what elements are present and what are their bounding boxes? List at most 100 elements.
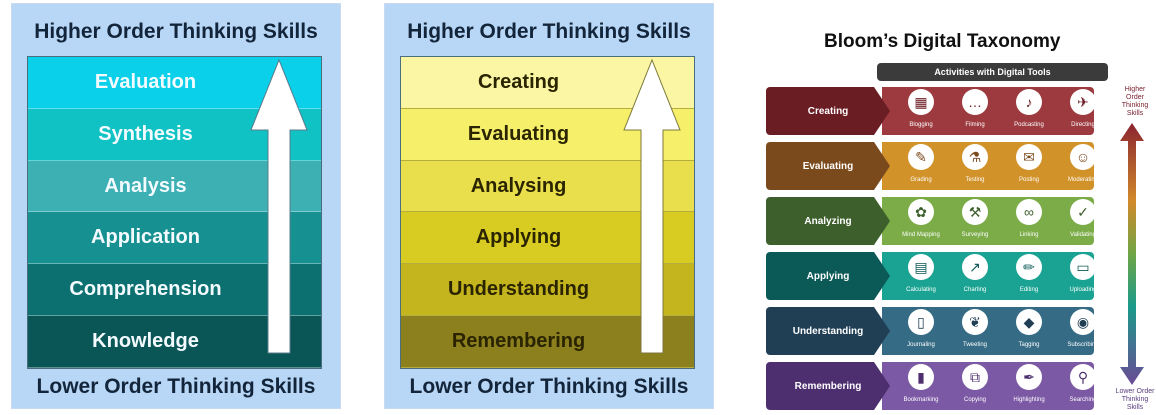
tier-label: Analysis (104, 174, 187, 197)
message-icon: ✉ (1016, 144, 1042, 170)
tool-tweeting: ❦Tweeting (950, 309, 1000, 348)
tool-label: Moderating (1067, 177, 1094, 183)
tier-label: Creating (477, 70, 560, 93)
tools-strip: ✿ Mind Mapping ⚒ Surveying ∞ Linking ✓ Validati… (882, 197, 1094, 245)
tool-label: Blogging (909, 122, 933, 128)
camera-icon: ◉ (1070, 309, 1094, 335)
tier-label: Synthesis (98, 122, 193, 145)
higher-order-label: Higher Order Thinking Skills (34, 20, 318, 43)
tool-label: Bookmarking (903, 397, 939, 403)
checkmark-icon: ✓ (1070, 199, 1094, 225)
tool-label: Calculating (906, 287, 936, 293)
lower-order-side-label: Lower Order Thinking Skills (1115, 388, 1155, 411)
tool-testing: ⚗ Testing (950, 144, 1000, 183)
pyramid-panel-revised: Higher Order Thinking Skills Creating Ev… (384, 3, 714, 409)
bookmark-icon: ▮ (908, 364, 934, 390)
microphone-icon: ♪ (1016, 89, 1042, 115)
tool-editing: ✏Editing (1004, 254, 1054, 293)
activities-header: Activities with Digital Tools (877, 63, 1108, 81)
level-name: Evaluating (766, 142, 890, 190)
tool-label: Highlighting (1013, 397, 1045, 403)
tier-label: Comprehension (69, 278, 222, 301)
tool-bookmarking: ▮ Bookmarking (896, 364, 946, 403)
tool-podcasting: ♪ Podcasting (1004, 89, 1054, 128)
tool-linking: ∞ Linking (1004, 199, 1054, 238)
tool-label: Podcasting (1014, 122, 1044, 128)
brain-icon: ✿ (908, 199, 934, 225)
pyramid-panel-classic: Higher Order Thinking Skills Evaluation … (11, 3, 341, 409)
level-name: Remembering (766, 362, 890, 410)
tool-subscribing: ◉Subscribing (1058, 309, 1094, 348)
lower-order-label: Lower Order Thinking Skills (409, 375, 689, 398)
tool-calculating: ▤ Calculating (896, 254, 946, 293)
tool-label: Grading (910, 177, 932, 183)
higher-order-label: Higher Order Thinking Skills (407, 20, 691, 43)
level-band-evaluating: ✎Grading⚗Testing✉Posting☺ModeratingEvalu… (766, 142, 1094, 190)
taxonomy-title: Bloom’s Digital Taxonomy (824, 31, 1061, 52)
tag-icon: ◆ (1016, 309, 1042, 335)
tool-blogging: ▦ Blogging (896, 89, 946, 128)
tier-label: Understanding (447, 278, 590, 301)
tool-label: Validating (1070, 232, 1094, 238)
level-band-understanding: ▯ Journaling ❦Tweeting ◆ Tagging ◉Subscribing… (766, 307, 1094, 355)
magnifier-icon: ⚲ (1070, 364, 1094, 390)
bird-icon: ❦ (962, 309, 988, 335)
tool-mind-mapping: ✿ Mind Mapping (896, 199, 946, 238)
tier-label: Analysing (470, 174, 567, 197)
up-arrow-icon (250, 58, 308, 354)
gradient-double-arrow-icon (1120, 123, 1144, 385)
tool-label: Linking (1019, 232, 1039, 238)
digital-taxonomy-panel: Bloom’s Digital Taxonomy Activities with… (760, 0, 1156, 415)
chart-icon: ↗ (962, 254, 988, 280)
tool-label: Uploading (1069, 287, 1094, 293)
tier-label: Evaluating (467, 122, 570, 145)
tool-highlighting: ✒Highlighting (1004, 364, 1054, 403)
level-band-analyzing: ✿ Mind Mapping ⚒ Surveying ∞ Linking ✓ Validati… (766, 197, 1094, 245)
tool-label: Tagging (1018, 342, 1040, 348)
tool-label: Editing (1019, 287, 1039, 293)
battery-icon: ▭ (1070, 254, 1094, 280)
tool-label: Surveying (961, 232, 989, 238)
level-name: Creating (766, 87, 890, 135)
lower-order-label: Lower Order Thinking Skills (36, 375, 316, 398)
level-name: Understanding (766, 307, 890, 355)
tools-strip: ▤ Calculating ↗ Charting ✏Editing ▭ Uploading (882, 252, 1094, 300)
calculator-icon: ▤ (908, 254, 934, 280)
tool-directing: ✈ Directing (1058, 89, 1094, 128)
tool-validating: ✓ Validating (1058, 199, 1094, 238)
notebook-icon: ▯ (908, 309, 934, 335)
report-icon: ✎ (908, 144, 934, 170)
tool-journaling: ▯ Journaling (896, 309, 946, 348)
tool-searching: ⚲ Searching (1058, 364, 1094, 403)
tool-charting: ↗ Charting (950, 254, 1000, 293)
tool-filming: … Filming (950, 89, 1000, 128)
tool-label: Journaling (907, 342, 935, 348)
tool-label: Copying (963, 397, 986, 403)
up-arrow-icon (623, 58, 681, 354)
tier-label: Knowledge (92, 330, 199, 353)
level-band-remembering: ▮Bookmarking⧉Copying✒Highlighting⚲Search… (766, 362, 1094, 410)
tool-grading: ✎ Grading (896, 144, 946, 183)
director-chair-icon: ✈ (1070, 89, 1094, 115)
tools-strip: ✎Grading⚗Testing✉Posting☺Moderating (882, 142, 1094, 190)
chat-icon: … (962, 89, 988, 115)
tier-label: Evaluation (94, 70, 197, 93)
tripod-icon: ⚒ (962, 199, 988, 225)
tool-moderating: ☺Moderating (1058, 144, 1094, 183)
tool-label: Testing (965, 177, 985, 183)
tool-label: Searching (1069, 397, 1094, 403)
tool-label: Mind Mapping (902, 232, 940, 238)
tool-surveying: ⚒ Surveying (950, 199, 1000, 238)
higher-order-side-label: Higher Order Thinking Skills (1121, 86, 1149, 117)
tool-label: Charting (963, 287, 987, 293)
tier-label: Application (91, 226, 200, 249)
tool-uploading: ▭ Uploading (1058, 254, 1094, 293)
flask-icon: ⚗ (962, 144, 988, 170)
tier-label: Remembering (451, 330, 586, 353)
link-icon: ∞ (1016, 199, 1042, 225)
film-icon: ▦ (908, 89, 934, 115)
level-name: Analyzing (766, 197, 890, 245)
tool-label: Directing (1071, 122, 1094, 128)
tool-label: Filming (965, 122, 985, 128)
